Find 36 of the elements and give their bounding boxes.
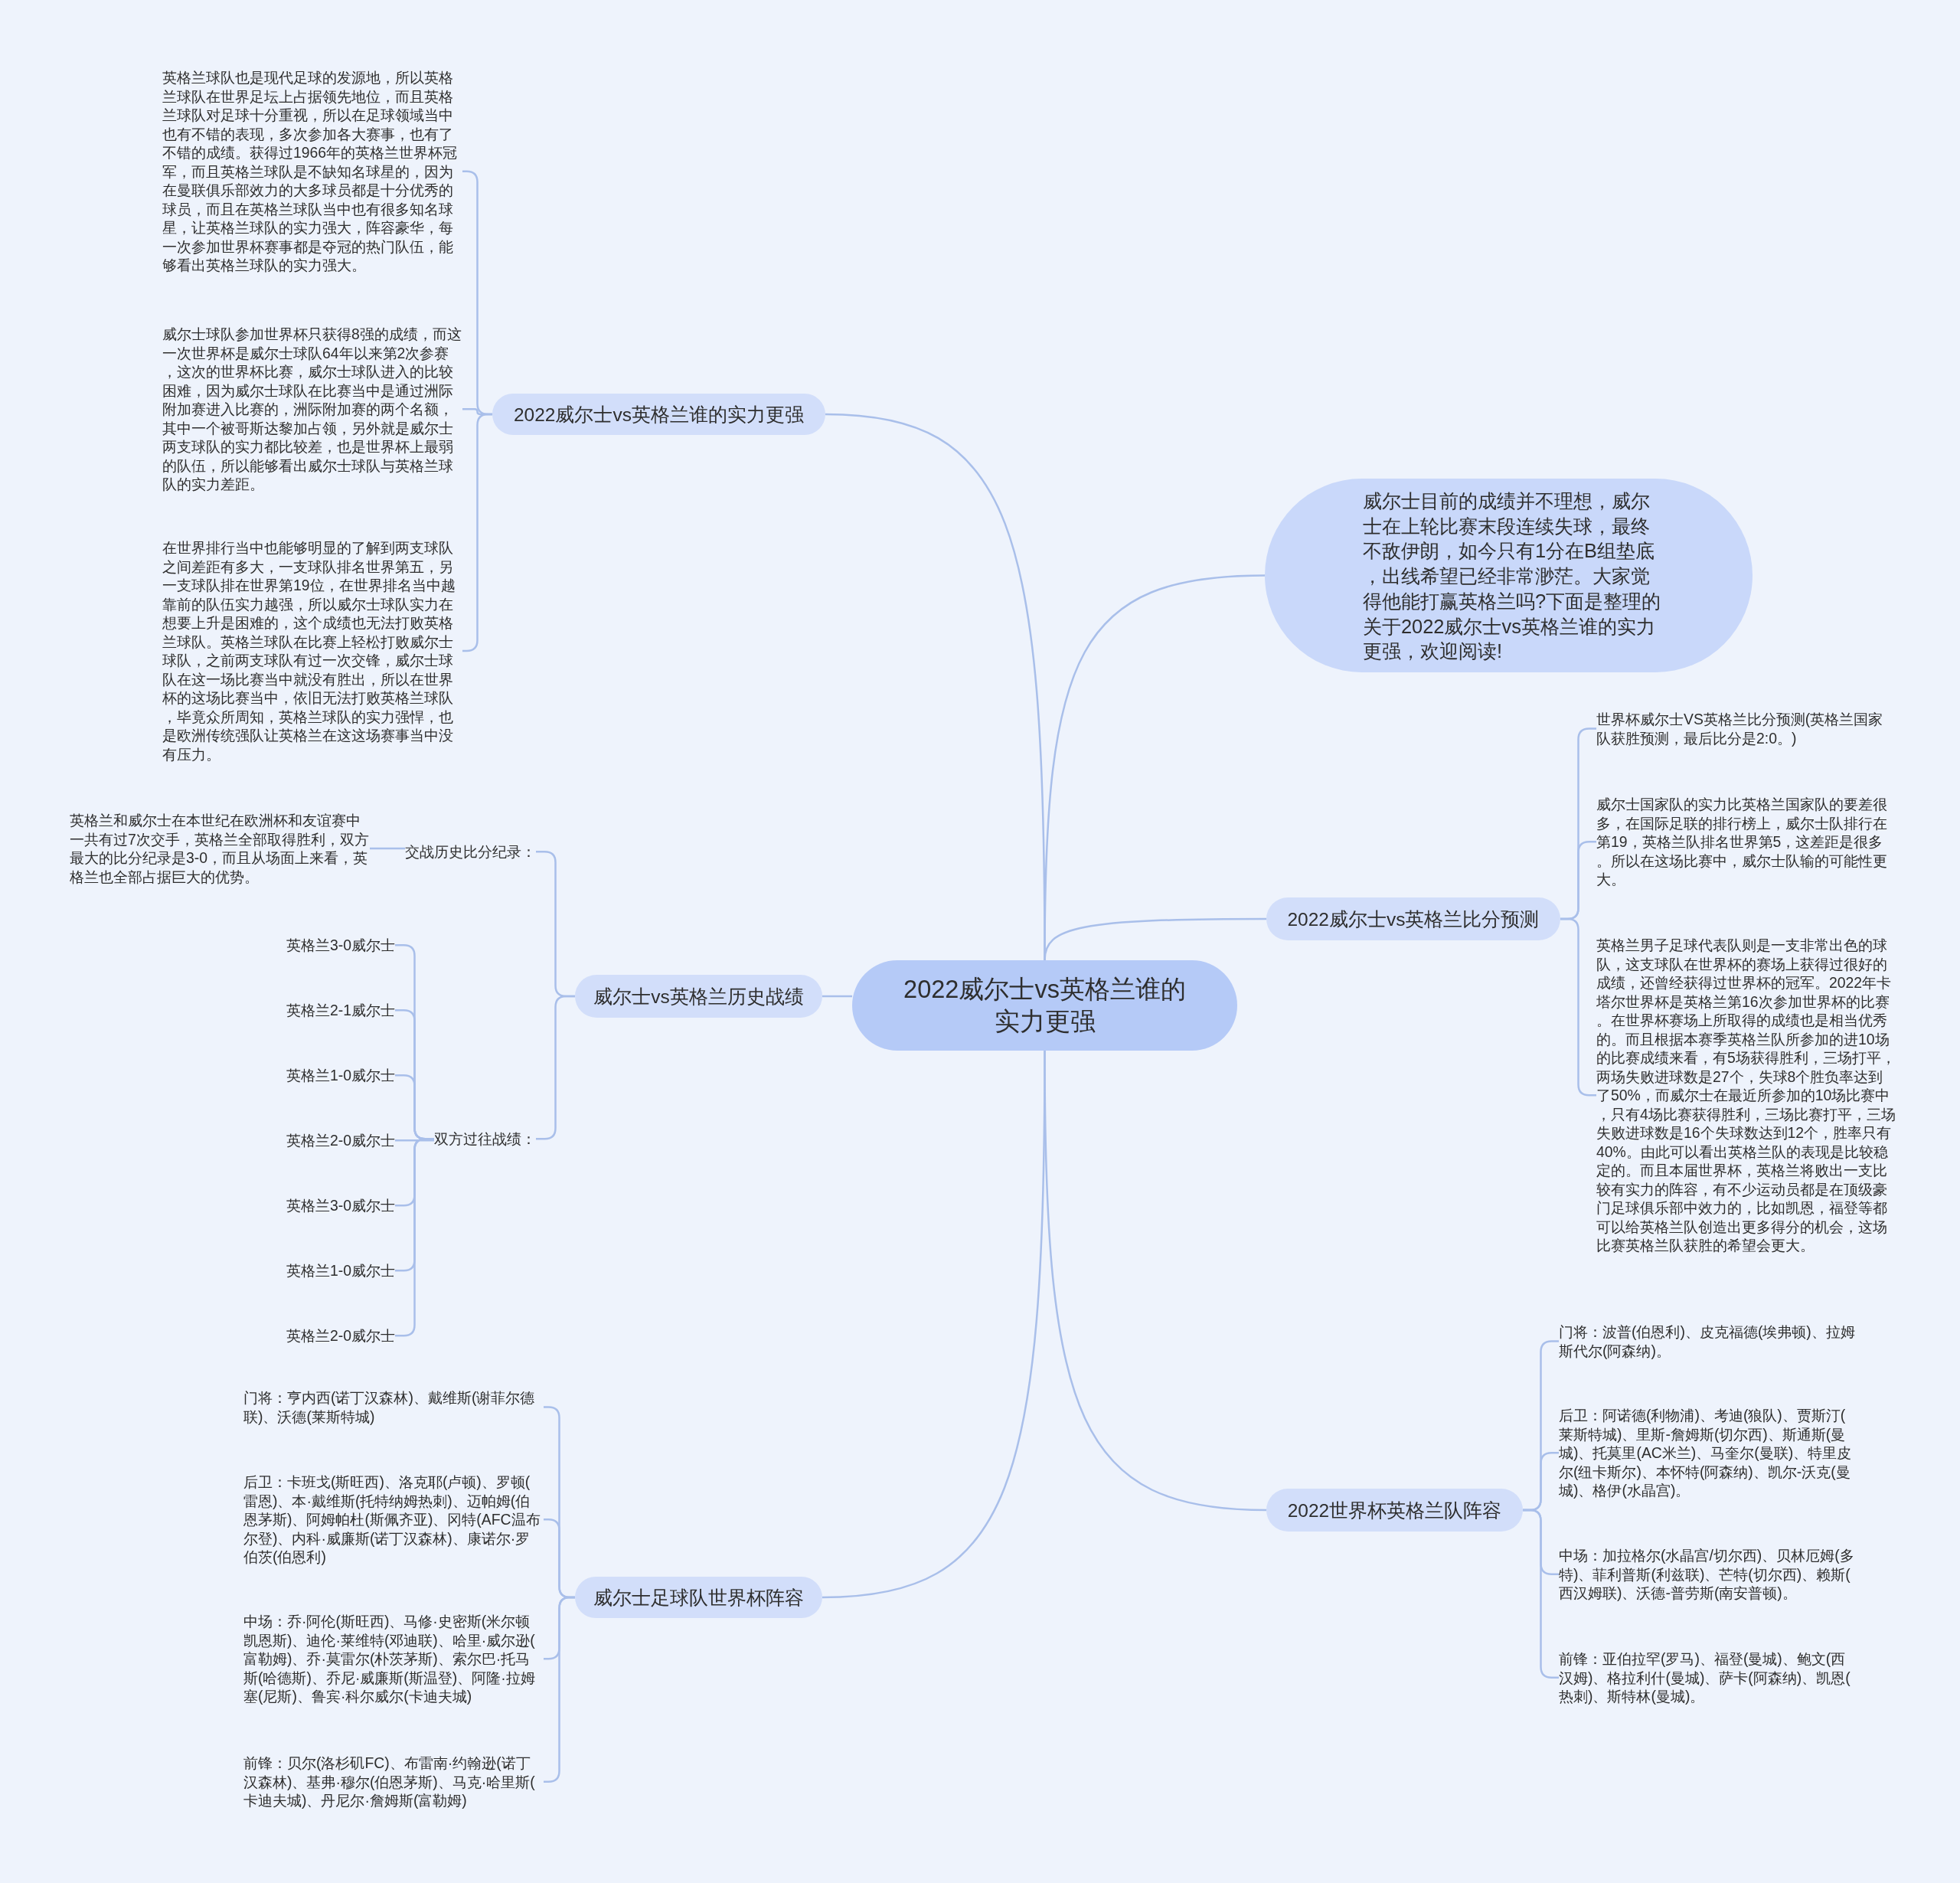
paragraph: 英格兰男子足球代表队则是一支非常出色的球队，这支球队在世界杯的赛场上获得过很好的成绩，还曾经获得过世界杯的冠军。2022年卡塔尔世界杯是英格兰第16次参加世界杯的比赛。在世界杯赛场上所取得的成绩也是相当优秀的。而且根据本赛季英格兰队所参加的进10场的比赛成绩来看，有5场获得胜利，三场打平，两场失败进球数是27个，失球8个胜负率达到了50%，而威尔士在最近所参加的10场比赛中，只有4场比赛获得胜利，三场比赛打平，三场失败进球数是16个失球数达到12个，胜率只有40%。由此可以看出英格兰队的表现是比较稳定的。而且本届世界杯，英格兰将败出一支比较有实力的阵容，有不少运动员都是在顶级豪门足球俱乐部中效力的，比如凯恩，福登等都可以给英格兰队创造出更多得分的机会，这场比赛英格兰队获胜的希望会更大。 [1596,936,1896,1255]
connector-line [822,1051,1046,1599]
connector-line [822,995,852,998]
score-label: 英格兰3-0威尔士 [286,936,395,955]
score-label: 英格兰2-0威尔士 [286,1131,395,1150]
intro-bubble: 威尔士目前的成绩并不理想，威尔士在上轮比赛末段连续失球，最终不敌伊朗，如今只有1分在B组垫底，出线希望已经非常渺茫。大家觉得他能打赢英格兰吗?下面是整理的关于2022威尔士vs英格兰谁的实力更强，欢迎阅读! [1265,479,1753,672]
topic-bubble: 2022世界杯英格兰队阵容 [1266,1489,1523,1532]
central-topic: 2022威尔士vs英格兰谁的实力更强 [852,960,1237,1051]
paragraph: 前锋：贝尔(洛杉矶FC)、布雷南·约翰逊(诺丁汉森林)、基弗·穆尔(伯恩茅斯)、马克·哈里斯(卡迪夫城)、丹尼尔·詹姆斯(富勒姆) [243,1754,544,1810]
paragraph: 英格兰球队也是现代足球的发源地，所以英格兰球队在世界足坛上占据领先地位，而且英格兰球队对足球十分重视，所以在足球领域当中也有不错的表现，多次参加各大赛事，也有了不错的成绩。获得过1966年的英格兰世界杯冠军，而且英格兰球队是不缺知名球星的，因为在曼联俱乐部效力的大多球员都是十分优秀的球员，而且在英格兰球队当中也有很多知名球星，让英格兰球队的实力强大，阵容豪华，每一次参加世界杯赛事都是夺冠的热门队伍，能够看出英格兰球队的实力强大。 [162,68,462,275]
paragraph: 门将：亨内西(诺丁汉森林)、戴维斯(谢菲尔德联)、沃德(莱斯特城) [243,1388,544,1426]
paragraph: 后卫：阿诺德(利物浦)、考迪(狼队)、贾斯汀(莱斯特城)、里斯-詹姆斯(切尔西)、斯通斯(曼城)、托莫里(AC米兰)、马奎尔(曼联)、特里皮尔(纽卡斯尔)、本怀特(阿森纳)、凯尔-沃克(曼城)、格伊(水晶宫)。 [1559,1406,1859,1500]
score-label: 英格兰3-0威尔士 [286,1196,395,1215]
paragraph: 门将：波普(伯恩利)、皮克福德(埃弗顿)、拉姆斯代尔(阿森纳)。 [1559,1322,1859,1360]
score-label: 英格兰2-1威尔士 [286,1001,395,1020]
score-label: 英格兰1-0威尔士 [286,1261,395,1280]
paragraph: 在世界排行当中也能够明显的了解到两支球队之间差距有多大，一支球队排名世界第五，另一支球队排在世界第19位，在世界排名当中越靠前的队伍实力越强，所以威尔士球队实力在想要上升是困难的，这个成绩也无法打败英格兰球队。英格兰球队在比赛上轻松打败威尔士球队，之前两支球队有过一次交锋，威尔士球队在这一场比赛当中就没有胜出，所以在世界杯的这场比赛当中，依旧无法打败英格兰球队，毕竟众所周知，英格兰球队的实力强悍，也是欧洲传统强队让英格兰在这这场赛事当中没有压力。 [162,538,462,763]
connector-line [370,847,405,850]
paragraph: 世界杯威尔士VS英格兰比分预测(英格兰国家队获胜预测，最后比分是2:0。) [1596,710,1896,747]
paragraph: 中场：乔·阿伦(斯旺西)、马修·史密斯(米尔顿凯恩斯)、迪伦·莱维特(邓迪联)、哈里·威尔逊(富勒姆)、乔·莫雷尔(朴茨茅斯)、索尔巴·托马斯(哈德斯)、乔尼·威廉斯(斯温登)、阿隆·拉姆塞(尼斯)、鲁宾·科尔威尔(卡迪夫城) [243,1612,544,1706]
connector-line [395,1139,434,1142]
subtopic-label: 双方过往战绩： [434,1129,536,1149]
topic-bubble: 威尔士足球队世界杯阵容 [575,1577,822,1618]
topic-bubble: 2022威尔士vs英格兰比分预测 [1266,897,1560,940]
topic-bubble: 威尔士vs英格兰历史战绩 [575,975,822,1018]
score-label: 英格兰2-0威尔士 [286,1326,395,1345]
paragraph: 前锋：亚伯拉罕(罗马)、福登(曼城)、鲍文(西汉姆)、格拉利什(曼城)、萨卡(阿森纳)、凯恩(热刺)、斯特林(曼城)。 [1559,1649,1859,1706]
paragraph: 英格兰和威尔士在本世纪在欧洲杯和友谊赛中一共有过7次交手，英格兰全部取得胜利，双方最大的比分纪录是3-0，而且从场面上来看，英格兰也全部占据巨大的优势。 [70,811,370,886]
paragraph: 中场：加拉格尔(水晶宫/切尔西)、贝林厄姆(多特)、菲利普斯(利兹联)、芒特(切尔西)、赖斯(西汉姆联)、沃德-普劳斯(南安普顿)。 [1559,1546,1859,1603]
paragraph: 威尔士国家队的实力比英格兰国家队的要差很多，在国际足联的排行榜上，威尔士队排行在第19，英格兰队排名世界第5，这差距是很多。所以在这场比赛中，威尔士队输的可能性更大。 [1596,795,1896,889]
topic-bubble: 2022威尔士vs英格兰谁的实力更强 [492,394,825,435]
paragraph: 后卫：卡班戈(斯旺西)、洛克耶(卢顿)、罗顿(雷恩)、本·戴维斯(托特纳姆热刺)、迈帕姆(伯恩茅斯)、阿姆帕杜(斯佩齐亚)、冈特(AFC温布尔登)、内科·威廉斯(诺丁汉森林)、康诺尔·罗伯茨(伯恩利) [243,1473,544,1567]
score-label: 英格兰1-0威尔士 [286,1066,395,1085]
subtopic-label: 交战历史比分纪录： [405,842,536,861]
paragraph: 威尔士球队参加世界杯只获得8强的成绩，而这一次世界杯是威尔士球队64年以来第2次参赛，这次的世界杯比赛，威尔士球队进入的比较困难，因为威尔士球队在比赛当中是通过洲际附加赛进入比赛的，洲际附加赛的两个名额，其中一个被哥斯达黎加占领，另外就是威尔士两支球队的实力都比较差，也是世界杯上最弱的队伍，所以能够看出威尔士球队与英格兰球队的实力差距。 [162,325,462,494]
connector-line [1044,574,1266,960]
